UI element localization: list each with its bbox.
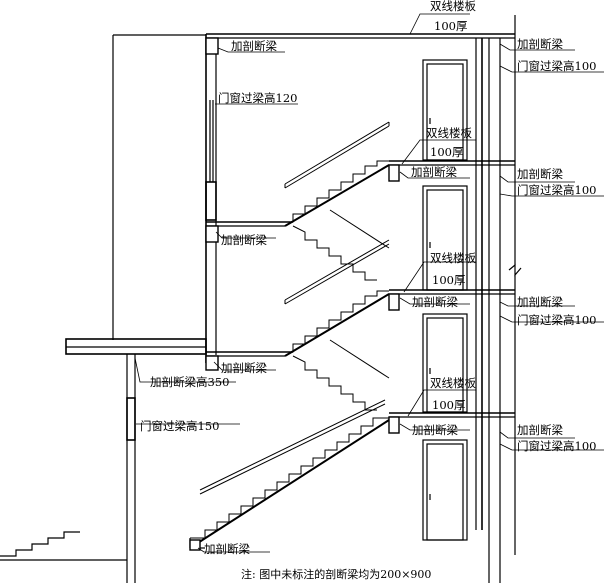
lintel-label-2f-right: 门窗过梁高100 <box>517 313 596 327</box>
roof-slab-thickness: 100厚 <box>434 19 467 33</box>
roof-slab-label: 双线楼板 <box>430 0 476 13</box>
stair-flights <box>189 121 390 549</box>
slab-label-3f: 双线楼板 <box>426 126 472 140</box>
beam-label-landing-upper: 加剖断梁 <box>221 233 267 247</box>
section-beams <box>189 37 400 551</box>
lintel-label-roof-right: 门窗过梁高100 <box>517 59 596 73</box>
slab-thickness-3f: 100厚 <box>430 145 463 159</box>
annotations: 双线楼板 100厚 加剖断梁 加剖断梁 门窗过梁高100 门窗过梁高120 双线… <box>140 0 596 581</box>
slab-thickness-1f: 100厚 <box>432 398 465 412</box>
lintel-label-3f-right: 门窗过梁高100 <box>517 183 596 197</box>
beam-label-3f-left: 加剖断梁 <box>411 165 457 179</box>
doors <box>422 59 468 541</box>
beam-label-350: 加剖断梁高350 <box>150 375 229 389</box>
leader-lines <box>134 13 604 553</box>
lintel-label-1f-right: 门窗过梁高100 <box>517 439 596 453</box>
beam-label-landing-lower: 加剖断梁 <box>221 361 267 375</box>
slab-thickness-2f: 100厚 <box>432 273 465 287</box>
beam-label-roof-left: 加剖断梁 <box>231 39 277 53</box>
slab-label-1f: 双线楼板 <box>430 376 476 390</box>
beam-label-2f-left: 加剖断梁 <box>412 295 458 309</box>
slab-label-2f: 双线楼板 <box>430 251 476 265</box>
lintel-label-150: 门窗过梁高150 <box>140 419 219 433</box>
lintel-label-120: 门窗过梁高120 <box>218 91 297 105</box>
beam-label-3f-right: 加剖断梁 <box>517 167 563 181</box>
drawing-note: 注: 图中未标注的剖断梁均为200×900 <box>241 567 431 581</box>
beam-label-ground: 加剖断梁 <box>204 542 250 556</box>
beam-label-2f-right: 加剖断梁 <box>517 295 563 309</box>
beam-label-1f-right: 加剖断梁 <box>517 423 563 437</box>
beam-label-1f-left: 加剖断梁 <box>412 423 458 437</box>
structure-lines <box>0 15 522 583</box>
beam-label-roof-right: 加剖断梁 <box>517 37 563 51</box>
